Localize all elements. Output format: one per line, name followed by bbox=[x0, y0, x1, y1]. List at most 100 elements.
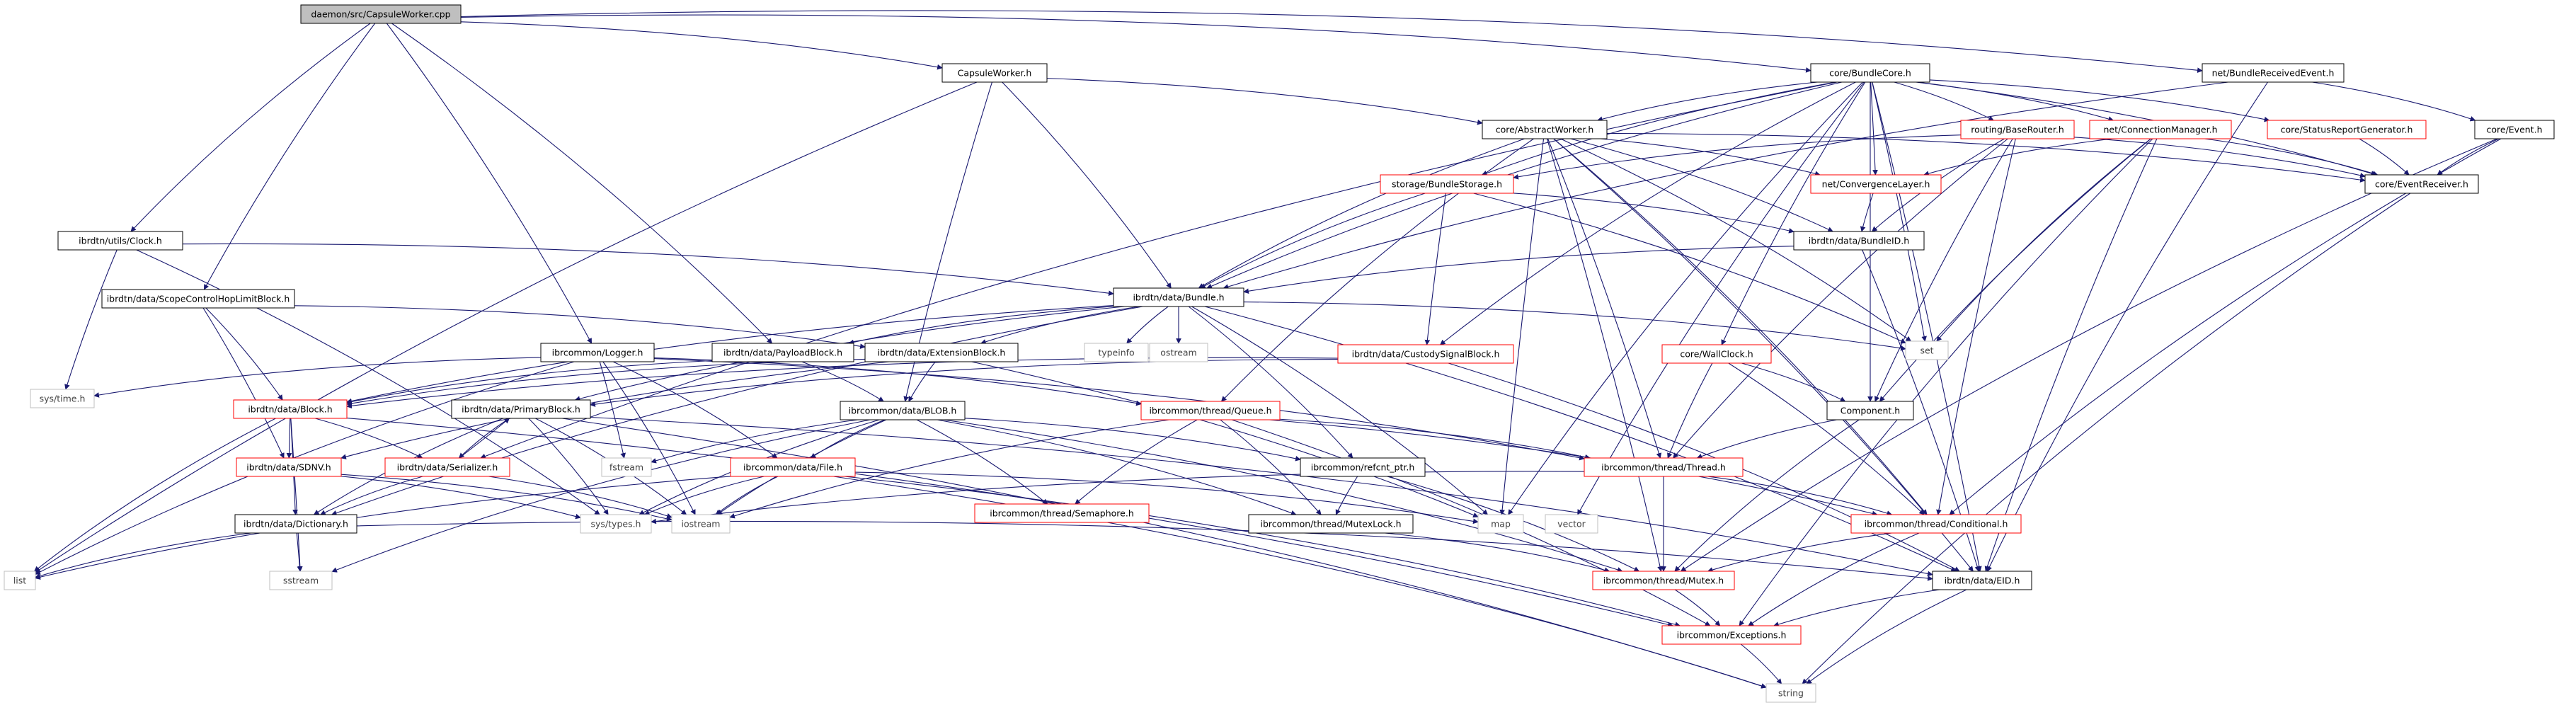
include-edge-abstractworker-to-mutex bbox=[1546, 138, 1663, 572]
include-edge-primaryblock-to-eid bbox=[590, 416, 1933, 577]
node-bundleid[interactable]: ibrdtn/data/BundleID.h bbox=[1793, 231, 1925, 251]
include-edge-bundlereceived-to-eid bbox=[1986, 81, 2269, 572]
node-box bbox=[1584, 457, 1744, 477]
node-map: map bbox=[1477, 514, 1524, 534]
include-edge-extensionblock-to-map bbox=[971, 361, 1479, 518]
node-blob[interactable]: ibrcommon/data/BLOB.h bbox=[840, 401, 966, 420]
node-file[interactable]: ibrcommon/data/File.h bbox=[730, 457, 856, 477]
include-edge-daemon-to-scopecontrol bbox=[203, 23, 376, 290]
node-event[interactable]: core/Event.h bbox=[2474, 120, 2555, 139]
node-sdnv[interactable]: ibrdtn/data/SDNV.h bbox=[236, 457, 342, 477]
include-edge-bundlereceived-to-event bbox=[2312, 81, 2476, 122]
node-wallclock[interactable]: core/WallClock.h bbox=[1661, 344, 1772, 364]
node-abstractworker[interactable]: core/AbstractWorker.h bbox=[1482, 120, 1608, 139]
include-edge-abstractworker-to-thread bbox=[1547, 138, 1662, 459]
node-extensionblock[interactable]: ibrdtn/data/ExtensionBlock.h bbox=[864, 343, 1019, 362]
node-statusreport[interactable]: core/StatusReportGenerator.h bbox=[2267, 120, 2427, 139]
node-daemon[interactable]: daemon/src/CapsuleWorker.cpp bbox=[300, 4, 462, 24]
include-edge-bundle-to-typeinfo bbox=[1126, 306, 1169, 344]
include-edge-clock-to-systime bbox=[64, 249, 118, 390]
node-box bbox=[4, 571, 36, 590]
nodes-layer: daemon/src/CapsuleWorker.cppCapsuleWorke… bbox=[4, 4, 2555, 703]
node-refcnt[interactable]: ibrcommon/refcnt_ptr.h bbox=[1300, 457, 1426, 477]
node-label: ibrcommon/refcnt_ptr.h bbox=[1311, 462, 1415, 473]
node-box bbox=[1905, 340, 1949, 360]
node-storage[interactable]: storage/BundleStorage.h bbox=[1380, 174, 1514, 194]
include-edge-blob-to-refcnt bbox=[964, 418, 1301, 462]
include-edge-file-to-string bbox=[833, 476, 1767, 689]
include-edge-bundlecore-to-statusreport bbox=[1929, 79, 2270, 122]
node-exceptions[interactable]: ibrcommon/Exceptions.h bbox=[1661, 625, 1802, 645]
node-connmanager[interactable]: net/ConnectionManager.h bbox=[2089, 120, 2232, 139]
node-capsuleworker-h[interactable]: CapsuleWorker.h bbox=[941, 63, 1048, 83]
node-payloadblock[interactable]: ibrdtn/data/PayloadBlock.h bbox=[711, 343, 854, 362]
node-bundlereceived[interactable]: net/BundleReceivedEvent.h bbox=[2202, 63, 2345, 83]
include-edge-logger-to-file bbox=[612, 361, 778, 459]
include-edge-queue-to-thread bbox=[1279, 418, 1591, 460]
include-edge-bundlecore-to-connmanager bbox=[1917, 81, 2114, 122]
include-edge-routing-to-storage bbox=[1513, 134, 1962, 180]
include-edge-statusreport-to-eventreceiver bbox=[2359, 138, 2410, 176]
node-box bbox=[300, 4, 462, 24]
node-box bbox=[1661, 625, 1802, 645]
include-edge-routing-to-conditional bbox=[1936, 138, 2016, 515]
node-box bbox=[1932, 571, 2032, 590]
include-edge-logger-to-thread bbox=[653, 358, 1585, 461]
include-edge-daemon-to-capsuleworker_h bbox=[460, 21, 943, 70]
include-edge-bundle-to-dictionary bbox=[331, 306, 1143, 516]
include-edge-eid-to-exceptions bbox=[1773, 589, 1940, 627]
include-edge-mutexlock-to-mutex bbox=[1385, 532, 1610, 573]
include-edge-storage-to-custody bbox=[1424, 193, 1446, 345]
node-clock[interactable]: ibrdtn/utils/Clock.h bbox=[57, 231, 183, 251]
include-edge-block-to-sdnv bbox=[286, 418, 292, 459]
node-primaryblock[interactable]: ibrdtn/data/PrimaryBlock.h bbox=[451, 399, 591, 419]
node-bundle[interactable]: ibrdtn/data/Bundle.h bbox=[1113, 287, 1244, 307]
node-label: core/BundleCore.h bbox=[1829, 68, 1911, 79]
node-convergence[interactable]: net/ConvergenceLayer.h bbox=[1810, 174, 1942, 194]
node-component[interactable]: Component.h bbox=[1826, 401, 1914, 420]
node-semaphore[interactable]: ibrcommon/thread/Semaphore.h bbox=[974, 503, 1150, 523]
include-edge-abstractworker-to-queue bbox=[1220, 138, 1534, 402]
node-label: ibrcommon/data/BLOB.h bbox=[849, 406, 957, 416]
node-eid[interactable]: ibrdtn/data/EID.h bbox=[1932, 571, 2032, 590]
node-label: CapsuleWorker.h bbox=[958, 68, 1032, 79]
include-edge-eid-to-string bbox=[1806, 589, 1967, 685]
node-box bbox=[1477, 514, 1524, 534]
node-label: core/Event.h bbox=[2487, 125, 2543, 135]
node-serializer[interactable]: ibrdtn/data/Serializer.h bbox=[384, 457, 510, 477]
include-edge-file-to-systypes bbox=[643, 476, 765, 515]
node-queue[interactable]: ibrcommon/thread/Queue.h bbox=[1140, 401, 1281, 420]
node-label: ibrcommon/thread/Conditional.h bbox=[1865, 519, 2008, 529]
node-mutexlock[interactable]: ibrcommon/thread/MutexLock.h bbox=[1248, 514, 1414, 534]
include-edge-bundleid-to-bundle bbox=[1243, 246, 1794, 294]
include-edge-abstractworker-to-bundle bbox=[1198, 138, 1525, 289]
node-logger[interactable]: ibrcommon/Logger.h bbox=[540, 343, 655, 362]
node-mutex[interactable]: ibrcommon/thread/Mutex.h bbox=[1592, 571, 1735, 590]
include-edge-block-to-list bbox=[33, 418, 276, 572]
node-bundlecore[interactable]: core/BundleCore.h bbox=[1810, 63, 1930, 83]
node-thread[interactable]: ibrcommon/thread/Thread.h bbox=[1584, 457, 1744, 477]
node-box bbox=[974, 503, 1150, 523]
include-edge-bundle-to-set bbox=[1243, 301, 1906, 351]
node-box bbox=[233, 399, 348, 419]
node-label: ibrcommon/thread/Thread.h bbox=[1601, 462, 1726, 473]
node-box bbox=[1113, 287, 1244, 307]
node-eventreceiver[interactable]: core/EventReceiver.h bbox=[2364, 174, 2479, 194]
node-conditional[interactable]: ibrcommon/thread/Conditional.h bbox=[1850, 514, 2022, 534]
include-edge-file-to-exceptions bbox=[844, 476, 1681, 627]
include-edge-queue-to-semaphore bbox=[1075, 419, 1198, 505]
node-dictionary[interactable]: ibrdtn/data/Dictionary.h bbox=[234, 514, 357, 534]
include-edge-dictionary-to-sstream bbox=[296, 532, 303, 572]
node-systime: sys/time.h bbox=[30, 389, 95, 408]
node-box bbox=[1380, 174, 1514, 194]
include-edge-daemon-to-logger bbox=[386, 23, 593, 344]
node-box bbox=[1810, 63, 1930, 83]
node-block[interactable]: ibrdtn/data/Block.h bbox=[233, 399, 348, 419]
node-routing[interactable]: routing/BaseRouter.h bbox=[1960, 120, 2075, 139]
include-edge-scopecontrol-to-sdnv bbox=[202, 307, 285, 459]
include-edge-blob-to-mutex bbox=[944, 419, 1623, 573]
include-edge-extensionblock-to-sdnv bbox=[340, 361, 890, 459]
include-edge-daemon-to-clock bbox=[130, 23, 371, 232]
node-custody[interactable]: ibrdtn/data/CustodySignalBlock.h bbox=[1337, 344, 1514, 364]
node-scopecontrol[interactable]: ibrdtn/data/ScopeControlHopLimitBlock.h bbox=[101, 289, 295, 309]
